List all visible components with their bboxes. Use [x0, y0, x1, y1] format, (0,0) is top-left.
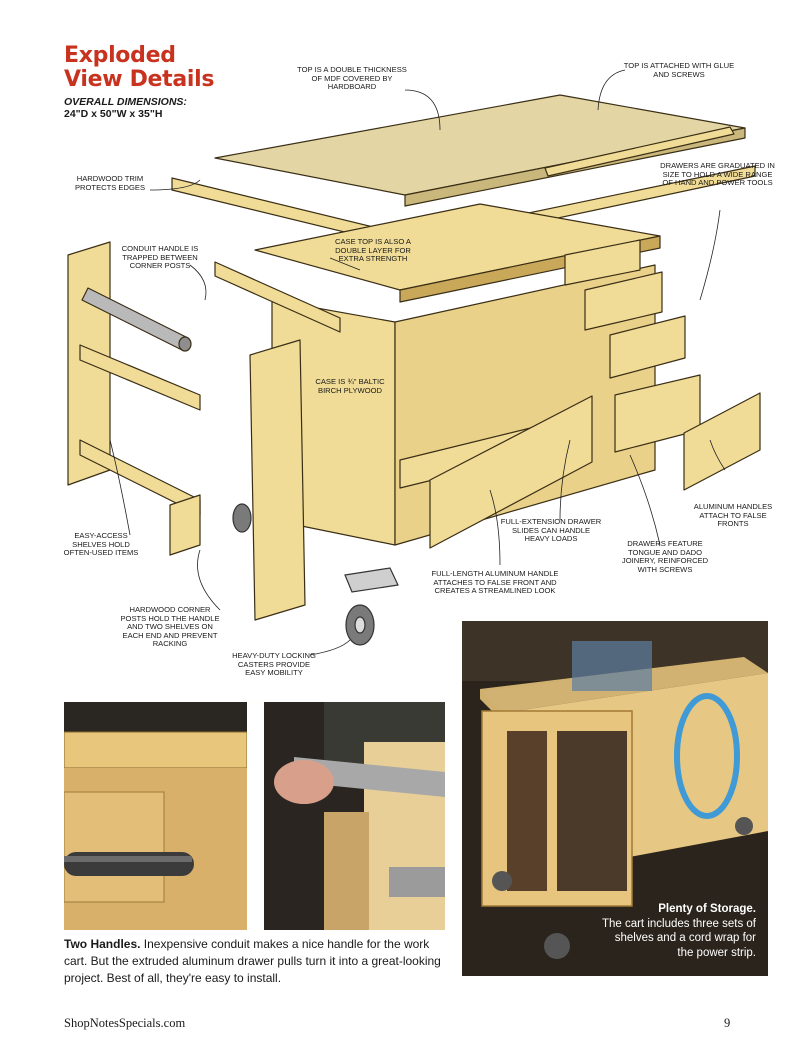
title-line-2: View Details	[64, 67, 215, 92]
callout-case-plywood: Case is ¾" Baltic birch plywood	[315, 377, 385, 395]
end-frame-shelf-top	[79, 344, 201, 411]
caption-two-handles: Two Handles. Inexpensive conduit makes a…	[64, 936, 452, 987]
dimensions-label: OVERALL DIMENSIONS:	[64, 96, 187, 108]
callout-hardwood-trim: Hardwood trim protects edges	[74, 174, 146, 192]
exploded-view-illustration	[67, 69, 761, 656]
callout-top-double: Top is a double thickness of MDF covered…	[297, 65, 407, 92]
callout-easy-access: Easy-access shelves hold often-used item…	[63, 531, 139, 558]
caster-2	[232, 503, 252, 533]
drawer-1	[564, 239, 641, 286]
corner-post	[249, 339, 306, 621]
photo-conduit-handle	[64, 702, 247, 930]
trim-back	[544, 126, 735, 177]
caption-plenty-storage-head: Plenty of Storage.	[658, 903, 756, 915]
caption-plenty-storage: Plenty of Storage. The cart includes thr…	[598, 902, 756, 960]
title-line-1: Exploded	[64, 43, 176, 68]
callout-casters: Heavy-duty locking casters provide easy …	[232, 651, 316, 678]
caption-two-handles-head: Two Handles.	[64, 937, 141, 951]
photo-storage-cart	[462, 621, 768, 976]
footer-site[interactable]: ShopNotesSpecials.com	[64, 1016, 186, 1030]
callout-full-extension: Full-extension drawer slides can handle …	[500, 517, 602, 544]
trim-lower	[214, 261, 341, 333]
footer-page-number: 9	[724, 1016, 731, 1030]
drawer-2	[584, 271, 663, 331]
callout-case-top: Case top is also a double layer for extr…	[335, 237, 411, 264]
false-front-small	[683, 392, 761, 491]
caption-two-handles-body: Inexpensive conduit makes a nice handle …	[64, 937, 441, 985]
callout-top-attached: Top is attached with glue and screws	[623, 61, 735, 79]
leader-lines	[109, 69, 726, 656]
caption-plenty-storage-body: The cart includes three sets of shelves …	[601, 917, 756, 959]
caster	[344, 567, 399, 646]
conduit-end	[178, 336, 192, 352]
callout-drawers-feature: Drawers feature tongue and dado joinery,…	[621, 539, 709, 574]
drawer-3	[609, 315, 686, 379]
dimensions-value: 24"D x 50"W x 35"H	[64, 108, 163, 120]
callout-conduit-handle: Conduit handle is trapped between corner…	[121, 244, 199, 271]
end-frame-leg	[169, 494, 201, 556]
page-title: Exploded View Details	[64, 44, 264, 92]
callout-corner-posts: Hardwood corner posts hold the handle an…	[120, 605, 220, 649]
callout-aluminum-handles: Aluminum handles attach to false fronts	[693, 502, 773, 529]
false-front-large	[429, 395, 593, 549]
photo-aluminum-pull	[264, 702, 445, 930]
callout-drawers-graduated: Drawers are graduated in size to hold a …	[660, 161, 775, 188]
callout-full-length: Full-length aluminum handle attaches to …	[431, 569, 559, 596]
